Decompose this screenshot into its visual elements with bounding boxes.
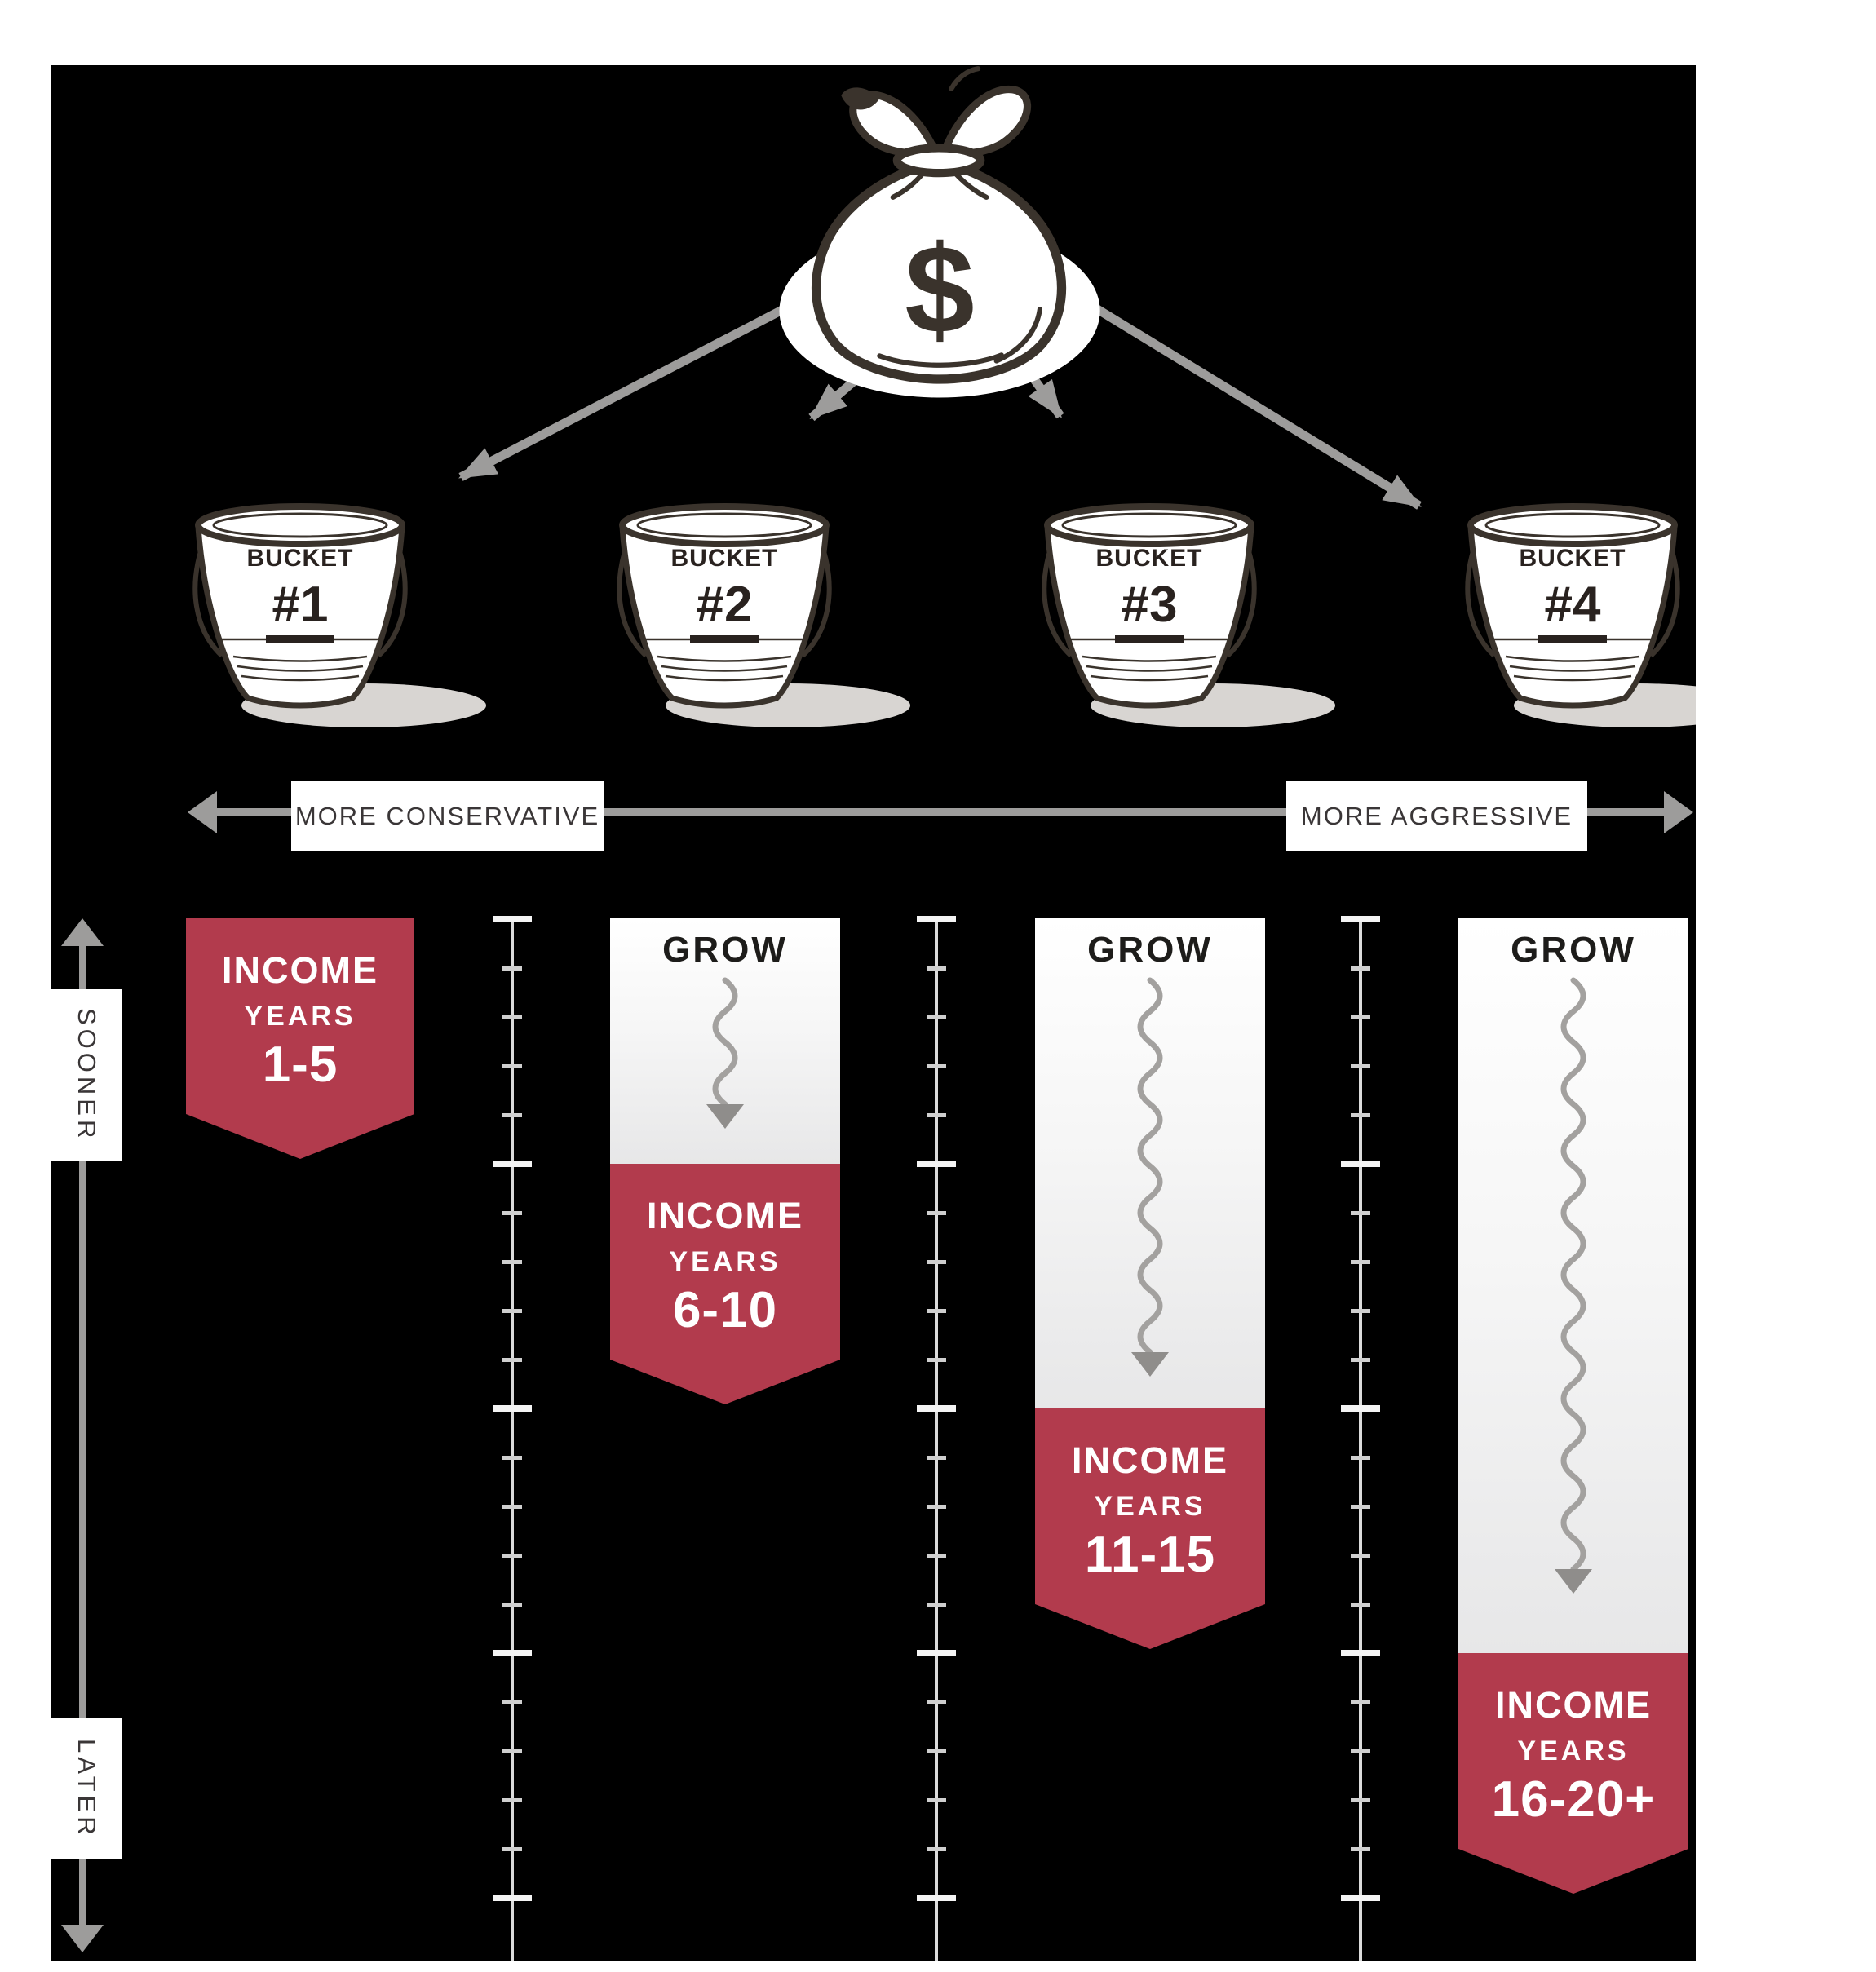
money-bag-knot-right bbox=[940, 85, 1032, 157]
years-range: 6-10 bbox=[672, 1282, 778, 1338]
years-range: 11-15 bbox=[1084, 1527, 1216, 1583]
bucket-ridge-3 bbox=[1090, 674, 1209, 682]
bucket-rim bbox=[195, 503, 405, 547]
label-more-conservative: MORE CONSERVATIVE bbox=[291, 781, 604, 851]
time-axis-arrowhead-top bbox=[61, 918, 104, 946]
bucket-ridge-2 bbox=[661, 665, 788, 672]
page-margin-top bbox=[0, 0, 1876, 65]
bucket-illustration: BUCKET #1 bbox=[192, 503, 408, 709]
grow-label: GROW bbox=[1511, 930, 1636, 970]
bucket-number: #2 bbox=[697, 577, 753, 633]
bucket-ridge-3 bbox=[241, 674, 360, 682]
bucket-body bbox=[619, 524, 830, 709]
bucket-ridge-2 bbox=[1086, 665, 1213, 672]
income-label: INCOME bbox=[222, 949, 378, 991]
bucket-ridge-1 bbox=[232, 655, 368, 662]
bucket-ridge-2 bbox=[1509, 665, 1636, 672]
bucket-rim-inner bbox=[636, 512, 812, 538]
label-sooner: SOONER bbox=[51, 989, 122, 1161]
page-margin-left bbox=[0, 0, 51, 1972]
bucket-rim-inner bbox=[212, 512, 388, 538]
time-axis-line bbox=[79, 942, 86, 1927]
bucket-ridge-1 bbox=[1505, 655, 1640, 662]
grow-label: GROW bbox=[1087, 930, 1213, 970]
years-label: YEARS bbox=[1094, 1491, 1206, 1522]
grow-squiggle-arrow bbox=[1555, 977, 1592, 1594]
bucket-number: #3 bbox=[1122, 577, 1178, 633]
column-3-grow-box: GROW bbox=[1035, 918, 1265, 1408]
label-more-aggressive: MORE AGGRESSIVE bbox=[1286, 781, 1587, 851]
bucket-ridge-3 bbox=[665, 674, 784, 682]
bucket-body bbox=[195, 524, 405, 709]
income-label: INCOME bbox=[1072, 1439, 1228, 1481]
bucket-3: BUCKET #3 bbox=[1042, 502, 1335, 727]
risk-axis-arrowhead-right bbox=[1664, 791, 1693, 833]
years-range: 1-5 bbox=[262, 1037, 338, 1093]
bucket-ridge-2 bbox=[237, 665, 364, 672]
bucket-1: BUCKET #1 bbox=[192, 502, 486, 727]
bucket-body bbox=[1044, 524, 1254, 709]
bucket-rim bbox=[619, 503, 830, 547]
money-bag-collar bbox=[892, 144, 985, 178]
page-margin-right bbox=[1696, 0, 1876, 1972]
dollar-sign: $ bbox=[905, 219, 974, 360]
risk-axis-line bbox=[217, 808, 1664, 816]
time-axis-arrowhead-bottom bbox=[61, 1925, 104, 1952]
years-label: YEARS bbox=[669, 1246, 781, 1277]
grow-squiggle-arrow bbox=[1131, 977, 1169, 1377]
risk-axis-arrowhead-left bbox=[188, 791, 217, 833]
bucket-rim-inner bbox=[1484, 512, 1661, 538]
bucket-rim bbox=[1467, 503, 1678, 547]
bucket-illustration: BUCKET #4 bbox=[1465, 503, 1680, 709]
bucket-number: #4 bbox=[1545, 577, 1601, 633]
years-label: YEARS bbox=[244, 1001, 356, 1032]
bucket-word: BUCKET bbox=[1520, 545, 1626, 572]
income-label: INCOME bbox=[647, 1195, 803, 1236]
bucket-ridge-1 bbox=[1082, 655, 1217, 662]
column-4-grow-box: GROW bbox=[1458, 918, 1688, 1653]
money-bag-tip bbox=[949, 66, 981, 91]
bucket-2: BUCKET #2 bbox=[617, 502, 910, 727]
grow-label: GROW bbox=[662, 930, 788, 970]
bucket-illustration: BUCKET #2 bbox=[617, 503, 832, 709]
bucket-rim bbox=[1044, 503, 1254, 547]
bucket-number: #1 bbox=[272, 577, 329, 633]
bucket-body bbox=[1467, 524, 1678, 709]
money-bag-body bbox=[812, 161, 1067, 384]
bucket-word: BUCKET bbox=[247, 545, 354, 572]
money-bag-knot-tail bbox=[841, 87, 880, 110]
bucket-illustration: BUCKET #3 bbox=[1042, 503, 1257, 709]
column-2-grow-box: GROW bbox=[610, 918, 840, 1164]
income-label: INCOME bbox=[1495, 1684, 1652, 1726]
bucket-4: BUCKET #4 bbox=[1465, 502, 1759, 727]
money-bag: $ bbox=[779, 66, 1100, 398]
bucket-ridge-3 bbox=[1513, 674, 1632, 682]
grow-squiggle-arrow bbox=[706, 977, 744, 1129]
column-4-income-pennant: INCOME YEARS 16-20+ bbox=[1458, 1653, 1688, 1894]
bucket-word: BUCKET bbox=[1096, 545, 1203, 572]
bucket-ridge-1 bbox=[657, 655, 792, 662]
years-label: YEARS bbox=[1517, 1735, 1630, 1766]
page-margin-bottom bbox=[0, 1961, 1876, 1972]
bucket-word: BUCKET bbox=[671, 545, 778, 572]
bucket-rim-inner bbox=[1061, 512, 1237, 538]
label-later: LATER bbox=[51, 1718, 122, 1859]
years-range: 16-20+ bbox=[1491, 1771, 1656, 1828]
column-3-income-pennant: INCOME YEARS 11-15 bbox=[1035, 1408, 1265, 1649]
column-2-income-pennant: INCOME YEARS 6-10 bbox=[610, 1164, 840, 1404]
column-1-income-pennant: INCOME YEARS 1-5 bbox=[186, 918, 414, 1159]
